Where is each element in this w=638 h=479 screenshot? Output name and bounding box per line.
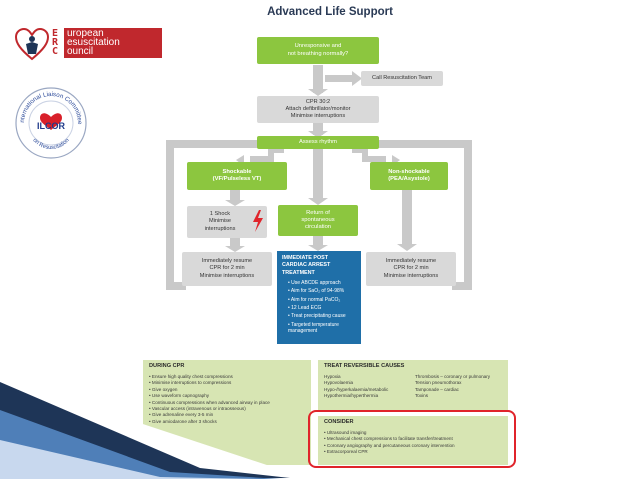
heart-icon [14,28,50,61]
resume-left-line-2: CPR for 2 min [209,265,245,272]
erc-letter-c: C [52,46,59,57]
resume-left-line-3: Minimise interruptions [199,272,255,279]
shockable-line-1: Shockable [222,168,252,175]
during-cpr-item: Ensure high quality chest compressions [149,374,305,380]
lightning-bolt-icon [253,210,263,232]
unresponsive-line-2: not breathing normally? [287,50,349,57]
decorative-swoosh [0,380,300,479]
reversible-cause: Hypovolaemia [324,380,354,386]
erc-letters: E R C [52,28,62,57]
reversible-cause: Thrombosis – coronary or pulmonary [415,373,491,379]
unresponsive-box: Unresponsive and not breathing normally? [257,37,379,64]
reversible-cause: Hypo-/hyperkalaemia/metabolic [324,386,389,392]
consider-item: Ultrasound imaging [324,430,502,436]
non-shockable-line-1: Non-shockable [388,168,430,175]
erc-letter-e: E [52,28,59,39]
resume-right-line-3: Minimise interruptions [383,272,439,279]
shockable-box: Shockable (VF/Pulseless VT) [187,162,287,190]
erc-word-european: uropean [67,28,104,39]
erc-red-band: uropean esuscitation ouncil [64,28,162,58]
rosc-line-1: Return of [306,209,330,216]
cpr-line-1: CPR 30:2 [305,98,331,105]
post-arrest-heading-line-2: CARDIAC ARREST [282,262,331,269]
ilcor-center-text: ILCOR [37,121,65,131]
post-arrest-heading-line-1: IMMEDIATE POST [282,255,329,261]
during-cpr-item: Minimise interruptions to compressions [149,380,305,386]
erc-letter-r: R [52,37,59,48]
resume-cpr-right-box: Immediately resume CPR for 2 min Minimis… [366,252,456,286]
cpr-box: CPR 30:2 Attach defibrillator/monitor Mi… [257,96,379,123]
resume-right-line-2: CPR for 2 min [393,265,429,272]
post-arrest-item: Targeted temperature management [288,322,356,336]
assess-rhythm-box: Assess rhythm [257,136,379,149]
during-cpr-item: Give amiodarone after 3 shocks [149,419,305,425]
post-arrest-item: Treat precipitating cause [288,313,356,320]
erc-word-resuscitation: esuscitation [67,37,120,48]
consider-highlight [308,410,516,468]
cpr-line-2: Attach defibrillator/monitor [285,105,351,112]
during-cpr-heading: DURING CPR [149,363,185,369]
ilcor-seal-icon: International Liaison Committee on Resus… [13,81,87,159]
reversible-causes-heading: TREAT REVERSIBLE CAUSES [324,363,405,369]
diagram-title: Advanced Life Support [267,6,393,18]
reversible-causes-panel: TREAT REVERSIBLE CAUSES Hypoxia Thrombos… [318,360,508,411]
erc-word-council: ouncil [67,46,94,57]
post-arrest-item: Use ABCDE approach [288,280,356,287]
post-arrest-list: Use ABCDE approach Aim for SaO₂ of 94-98… [282,280,356,335]
non-shockable-box: Non-shockable (PEA/Asystole) [370,162,448,190]
during-cpr-item: Give adrenaline every 3-5 min [149,412,305,418]
cpr-line-3: Minimise interruptions [290,113,346,120]
reversible-causes-grid: Hypoxia Thrombosis – coronary or pulmona… [324,374,502,400]
call-team-label: Call Resuscitation Team [372,74,432,81]
consider-item: Coronary angiography and percutaneous co… [324,443,502,449]
one-shock-line-2: Minimise [208,218,232,225]
assess-rhythm-label: Assess rhythm [298,138,337,145]
non-shockable-line-2: (PEA/Asystole) [388,176,430,182]
shockable-line-2: (VF/Pulseless VT) [212,176,262,182]
resume-cpr-left-box: Immediately resume CPR for 2 min Minimis… [182,252,272,286]
erc-logo: E R C uropean esuscitation ouncil [14,26,162,64]
rosc-line-3: circulation [304,224,332,231]
rosc-box: Return of spontaneous circulation [278,205,358,236]
unresponsive-line-1: Unresponsive and [294,43,342,50]
during-cpr-item: Vascular access (intravenous or intraoss… [149,406,305,412]
consider-item: Mechanical chest compressions to facilit… [324,436,502,442]
consider-heading: CONSIDER [324,419,354,425]
one-shock-line-1: 1 Shock [209,211,231,218]
resume-left-line-1: Immediately resume [201,258,253,265]
post-arrest-item: 12 Lead ECG [288,305,356,312]
call-team-box: Call Resuscitation Team [361,71,443,86]
resume-right-line-1: Immediately resume [385,258,437,265]
consider-list: Ultrasound imaging Mechanical chest comp… [324,430,502,456]
during-cpr-list: Ensure high quality chest compressions M… [149,374,305,425]
consider-item: Extracorporeal CPR [324,449,502,455]
ilcor-logo: International Liaison Committee on Resus… [13,81,88,160]
during-cpr-item: Continuous compressions when advanced ai… [149,400,305,406]
rosc-line-2: spontaneous [301,216,335,223]
during-cpr-item: Give oxygen [149,387,305,393]
reversible-cause: Hypoxia [324,373,341,379]
consider-panel: CONSIDER Ultrasound imaging Mechanical c… [318,416,508,465]
post-arrest-item: Aim for SaO₂ of 94-98% [288,288,356,295]
post-arrest-box: IMMEDIATE POST CARDIAC ARREST TREATMENT … [277,251,361,344]
one-shock-line-3: interruptions [204,225,236,232]
reversible-cause: Hypothermia/hyperthermia [324,393,379,399]
reversible-cause: Tamponade – cardiac [415,386,459,392]
post-arrest-item: Aim for normal PaCO₂ [288,297,356,304]
during-cpr-item: Use waveform capnography [149,393,305,399]
post-arrest-heading-line-3: TREATMENT [282,269,315,276]
reversible-cause: Tension pneumothorax [415,380,462,386]
post-arrest-heading: IMMEDIATE POST CARDIAC ARREST TREATMENT [282,255,356,277]
reversible-cause: Toxins [415,393,429,399]
